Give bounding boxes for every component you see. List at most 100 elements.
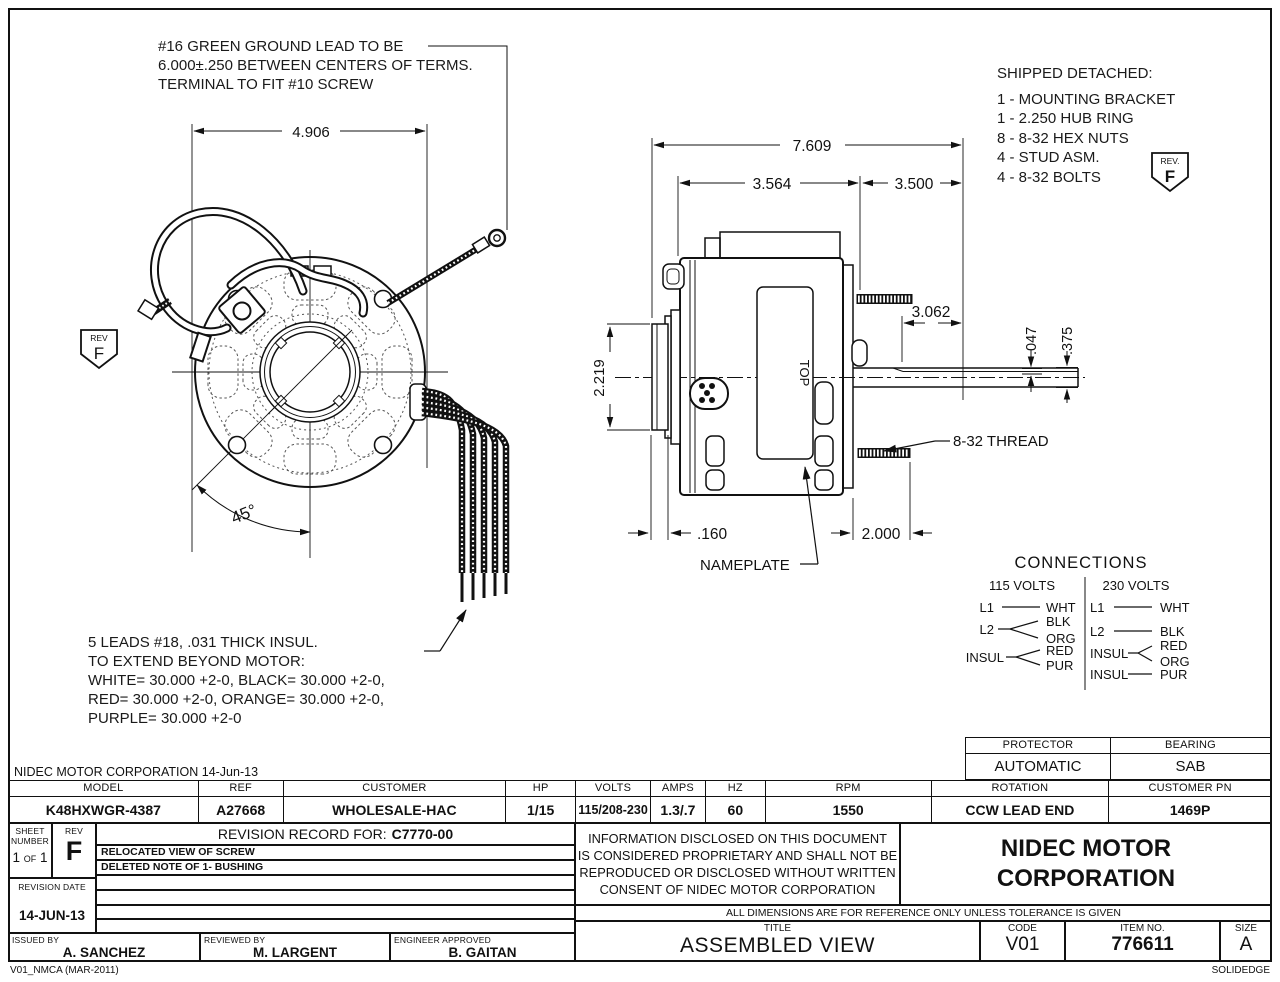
stud-top — [856, 294, 913, 304]
note-line: TO EXTEND BEYOND MOTOR: — [88, 653, 305, 670]
extension-lines — [607, 138, 1078, 540]
revision-date-box: REVISION DATE 14-JUN-13 — [8, 878, 96, 933]
vent-slots — [705, 381, 834, 491]
footer-form-number: V01_NMCA (MAR-2011) — [10, 965, 119, 976]
rev-badge-right-label: REV. — [1160, 156, 1179, 166]
col-hz-label: HZ — [705, 781, 765, 798]
shipped-item: 4 - 8-32 BOLTS — [997, 168, 1101, 186]
rev-badge-left: REV F — [80, 329, 118, 370]
lead-wire — [421, 404, 499, 596]
lead-wire — [421, 387, 466, 602]
col-hp-value: 1/15 — [527, 801, 555, 818]
revision-entry-2: DELETED NOTE OF 1- BUSHING — [96, 860, 575, 875]
revision-date-value: 14-JUN-13 — [18, 908, 86, 923]
rev-badge-right-value: F — [1165, 167, 1175, 186]
lead-wire — [421, 409, 510, 594]
revision-record-label: REVISION RECORD FOR: — [217, 826, 387, 842]
reviewed-by-box: REVIEWED BY M. LARGENT — [200, 933, 390, 962]
rev-badge-right: REV. F — [1151, 152, 1189, 193]
col-customer-pn-label: CUSTOMER PN — [1109, 781, 1271, 798]
ground-note-leader — [428, 45, 508, 230]
issued-by-value: A. SANCHEZ — [62, 945, 146, 960]
title-box: TITLE ASSEMBLED VIEW — [575, 921, 980, 962]
note-line: TERMINAL TO FIT #10 SCREW — [158, 76, 374, 93]
motor-leads — [409, 383, 510, 602]
conn-115-l2-wire-b: ORG — [1046, 631, 1076, 646]
ring-terminal-icon — [487, 228, 507, 248]
dim-text-ring: .160 — [697, 526, 728, 543]
thread-label: 8-32 THREAD — [883, 433, 1049, 453]
col-hp-label: HP — [506, 781, 576, 798]
bearing-value: SAB — [1175, 758, 1206, 776]
connections-115: L1 WHT L2 BLK ORG INSUL RED PUR — [966, 600, 1076, 673]
dim-text-overall: 7.609 — [793, 138, 832, 155]
item-no-value: 776611 — [1111, 934, 1174, 955]
proprietary-line: INFORMATION DISCLOSED ON THIS DOCUMENT — [588, 831, 887, 846]
proprietary-line: REPRODUCED OR DISCLOSED WITHOUT WRITTEN — [579, 865, 896, 880]
bearing-label: BEARING — [1111, 738, 1270, 755]
lead-ferrule — [471, 236, 491, 254]
protector-bearing-table: PROTECTOR AUTOMATIC BEARING SAB — [965, 737, 1272, 780]
reviewed-by-label: REVIEWED BY — [204, 935, 266, 945]
proprietary-line: CONSENT OF NIDEC MOTOR CORPORATION — [599, 882, 876, 897]
engineer-approved-value: B. GAITAN — [448, 945, 517, 960]
proprietary-line: IS CONSIDERED PROPRIETARY AND SHALL NOT … — [577, 848, 898, 863]
conn-230-insul2-wire: PUR — [1160, 667, 1187, 682]
note-line: PURPLE= 30.000 +2-0 — [88, 710, 242, 727]
conn-115-insul-wire-a: RED — [1046, 643, 1073, 658]
revision-entry-empty — [96, 890, 575, 905]
sheet-total: 1 — [40, 850, 48, 865]
item-no-label: ITEM NO. — [1120, 923, 1165, 934]
connections-115-header: 115 VOLTS — [989, 578, 1055, 593]
front-view: 4.906 45° — [137, 45, 510, 652]
shipped-item: 1 - 2.250 HUB RING — [997, 110, 1134, 127]
conn-115-insul: INSUL — [966, 650, 1004, 665]
item-no-box: ITEM NO. 776611 — [1065, 921, 1220, 962]
revision-entry-1: RELOCATED VIEW OF SCREW — [96, 845, 575, 860]
revision-entry-empty — [96, 919, 575, 933]
title-value: ASSEMBLED VIEW — [680, 934, 875, 957]
company-name-line: NIDEC MOTOR — [1000, 835, 1172, 862]
note-line: WHITE= 30.000 +2-0, BLACK= 30.000 +2-0, — [88, 672, 385, 689]
dim-text-angle: 45° — [228, 500, 259, 527]
sheet-of: OF — [23, 854, 37, 864]
rev-label: REV — [64, 826, 84, 836]
size-label: SIZE — [1234, 923, 1258, 934]
conn-230-insul2: INSUL — [1090, 667, 1128, 682]
shipped-heading: SHIPPED DETACHED: — [997, 65, 1153, 82]
col-rpm-value: 1550 — [832, 801, 864, 818]
shipped-item: 1 - MOUNTING BRACKET — [997, 90, 1176, 108]
col-ref-value: A27668 — [216, 801, 266, 818]
thread-label-text: 8-32 THREAD — [953, 433, 1049, 450]
connections-diagram: CONNECTIONS 115 VOLTS 230 VOLTS L1 WHT L… — [966, 554, 1190, 690]
connections-230-header: 230 VOLTS — [1103, 578, 1170, 593]
revision-record-header: REVISION RECORD FOR: C7770-00 — [96, 823, 575, 845]
dim-text-hub: 2.219 — [591, 359, 608, 397]
nameplate-top-label: TOP — [797, 360, 812, 387]
note-line: #16 GREEN GROUND LEAD TO BE — [158, 38, 404, 55]
col-customer-label: CUSTOMER — [283, 781, 506, 798]
dim-stud-ext: 2.000 — [831, 526, 932, 543]
conn-115-l1-wire: WHT — [1046, 600, 1076, 615]
side-view: TOP — [591, 138, 1085, 574]
code-label: CODE — [1008, 923, 1037, 934]
leads-note-leader — [424, 609, 467, 652]
col-model-label: MODEL — [9, 781, 198, 798]
rev-value: F — [65, 836, 83, 866]
note-line: RED= 30.000 +2-0, ORANGE= 30.000 +2-0, — [88, 691, 385, 708]
revision-entry-empty — [96, 905, 575, 919]
conn-230-l1: L1 — [1090, 600, 1104, 615]
rev-box: REV F — [52, 823, 96, 878]
col-customer-value: WHOLESALE-HAC — [332, 801, 457, 818]
code-value: V01 — [1005, 934, 1040, 955]
connections-230: L1 WHT L2 BLK INSUL RED ORG INSUL PUR — [1090, 600, 1190, 682]
conn-230-l2-wire: BLK — [1160, 624, 1185, 639]
proprietary-notice: INFORMATION DISCLOSED ON THIS DOCUMENT I… — [575, 823, 900, 905]
sheet-label-2: NUMBER — [10, 836, 50, 846]
engineer-approved-label: ENGINEER APPROVED — [394, 935, 491, 945]
dim-text-body: 3.564 — [753, 176, 792, 193]
col-volts-label: VOLTS — [576, 781, 650, 798]
revision-record-number: C7770-00 — [391, 826, 454, 842]
